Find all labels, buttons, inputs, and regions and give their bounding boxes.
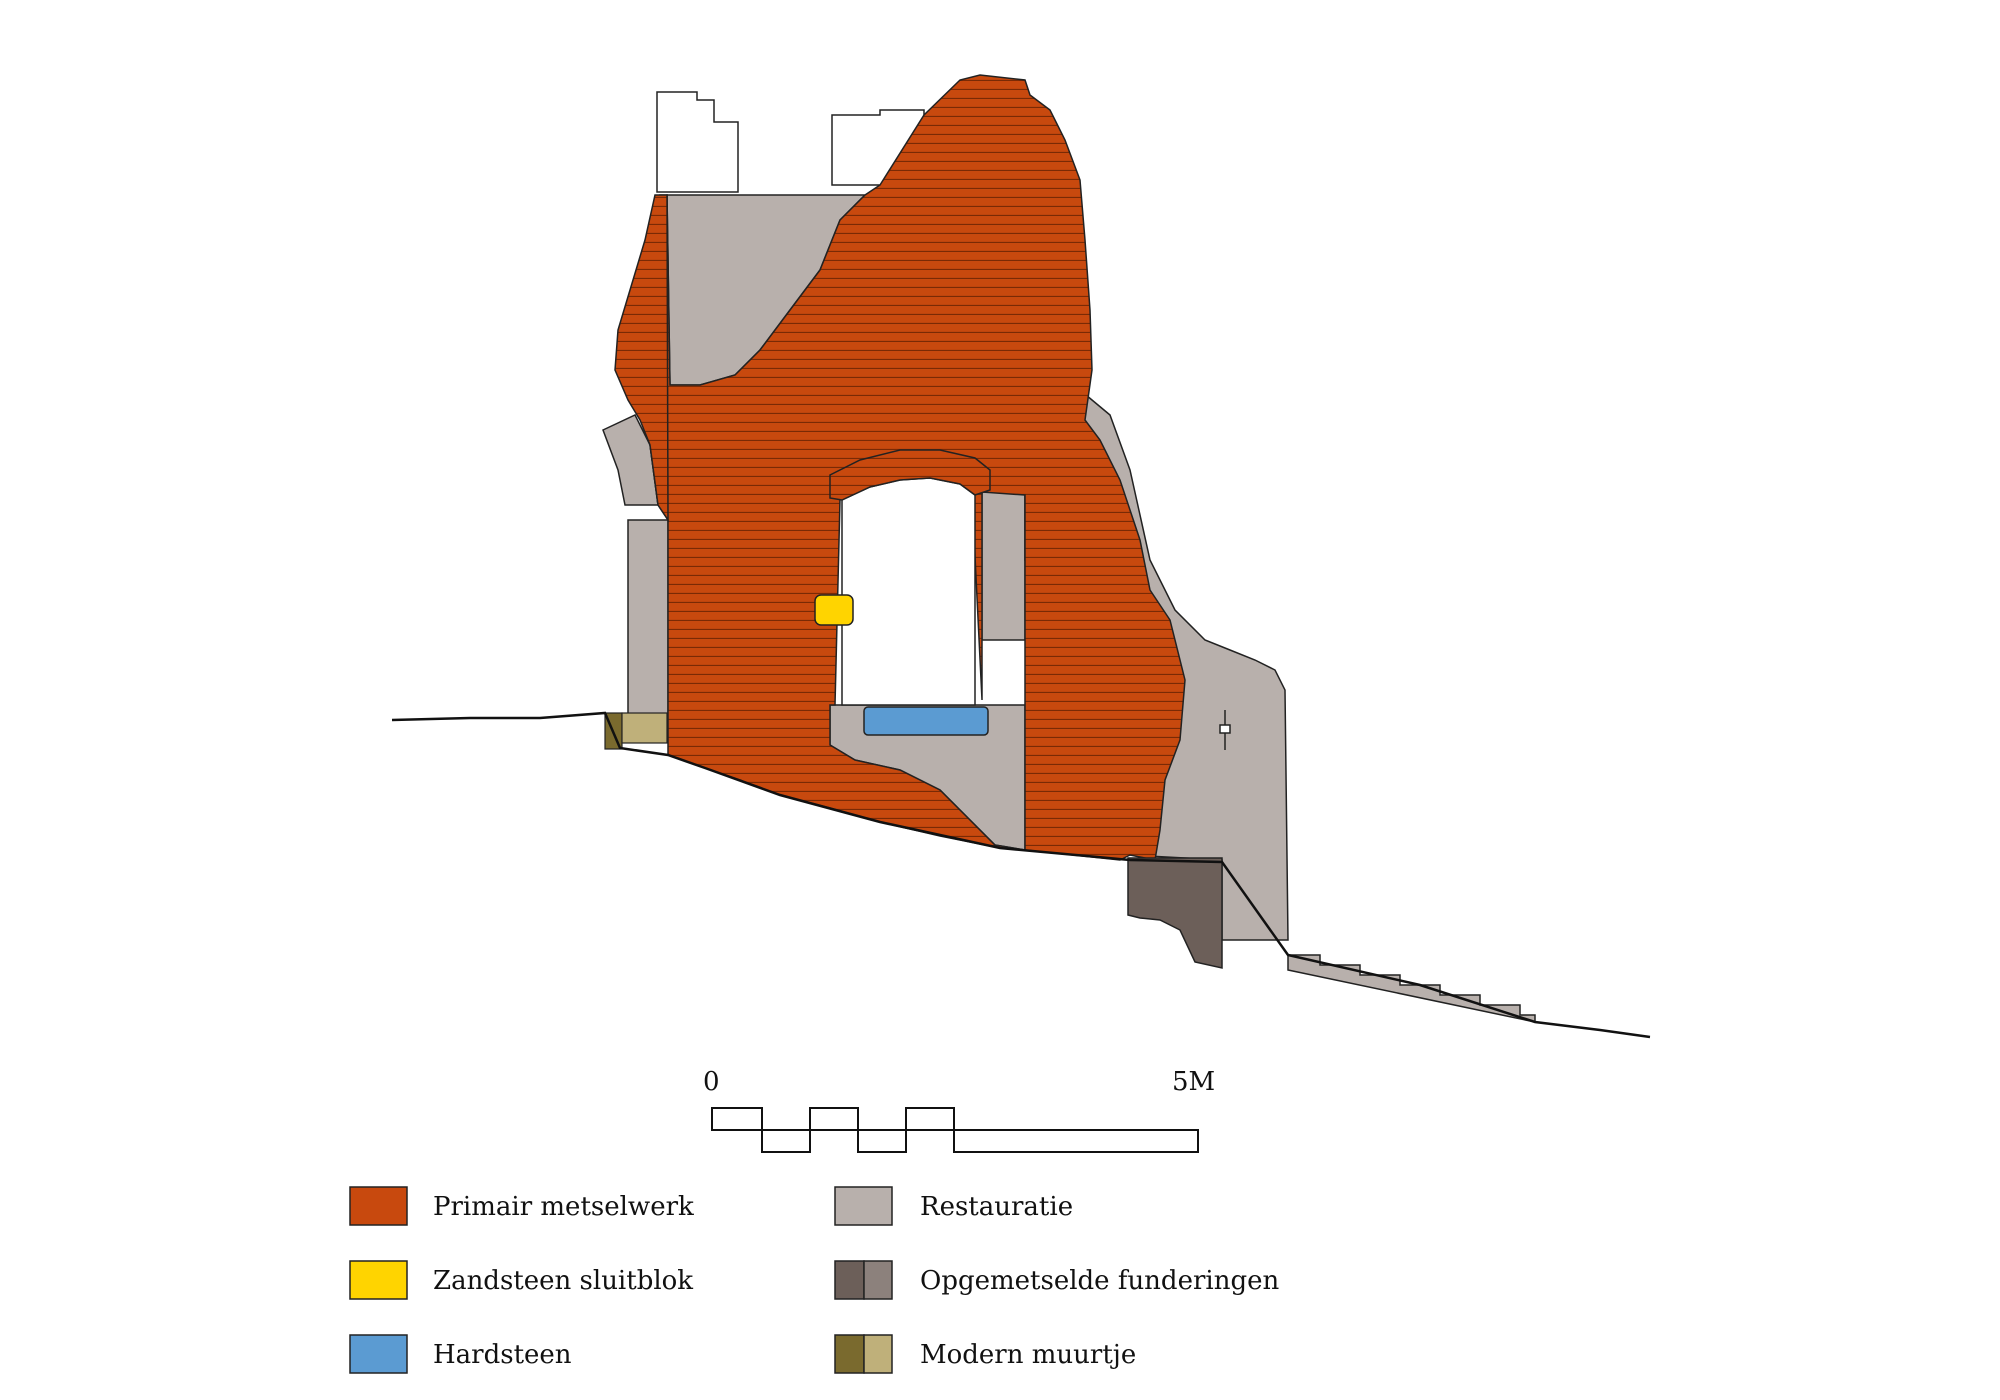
legend-swatch-primary [349, 1186, 408, 1226]
legend-swatch-modern-dark [834, 1334, 865, 1374]
window-left-restoration [981, 491, 1026, 641]
wall-anchor-detail [1219, 710, 1231, 750]
legend-item-modern: Modern muurtje [834, 1334, 1136, 1374]
left-restoration-column [627, 519, 669, 716]
legend-item-sandstone: Zandsteen sluitblok [349, 1260, 693, 1300]
scale-end-label: 5M [1172, 1067, 1215, 1097]
modern-wall [604, 712, 668, 750]
legend-label-primary: Primair metselwerk [433, 1192, 694, 1222]
legend-label-sandstone: Zandsteen sluitblok [433, 1266, 693, 1296]
legend-item-bluestone: Hardsteen [349, 1334, 572, 1374]
legend-label-bluestone: Hardsteen [433, 1340, 572, 1370]
bluestone-sill [863, 706, 989, 736]
legend-swatch-foundation-dark [834, 1260, 865, 1300]
window-brick-arch [829, 449, 991, 501]
legend-item-foundation: Opgemetselde funderingen [834, 1260, 1279, 1300]
legend-item-primary: Primair metselwerk [349, 1186, 694, 1226]
legend-swatch-sandstone [349, 1260, 408, 1300]
legend-swatch-foundation-light [863, 1260, 893, 1300]
legend-label-foundation: Opgemetselde funderingen [920, 1266, 1279, 1296]
legend-swatch-modern-light [863, 1334, 893, 1374]
sandstone-keystone [814, 594, 854, 626]
legend: Primair metselwerk Zandsteen sluitblok H… [349, 1186, 1279, 1374]
legend-item-restoration: Restauratie [834, 1186, 1073, 1226]
legend-swatch-bluestone [349, 1334, 408, 1374]
scale-bar: 0 5M [703, 1067, 1215, 1153]
scale-start-label: 0 [703, 1067, 720, 1097]
scale-bar-boxes [711, 1107, 1199, 1153]
legend-label-restoration: Restauratie [920, 1192, 1073, 1222]
left-top-fragment [656, 91, 739, 193]
left-masonry-strip [614, 194, 669, 523]
foundation-dark [1127, 857, 1223, 969]
modern-wall-light [621, 712, 668, 744]
legend-swatch-restoration [834, 1186, 893, 1226]
ground-line [391, 711, 1651, 1039]
foundation-block [1127, 857, 1223, 969]
window-opening [841, 477, 976, 706]
legend-label-modern: Modern muurtje [920, 1340, 1136, 1370]
right-stair-restoration [1287, 954, 1536, 1023]
upper-outline-fragments [656, 91, 925, 193]
